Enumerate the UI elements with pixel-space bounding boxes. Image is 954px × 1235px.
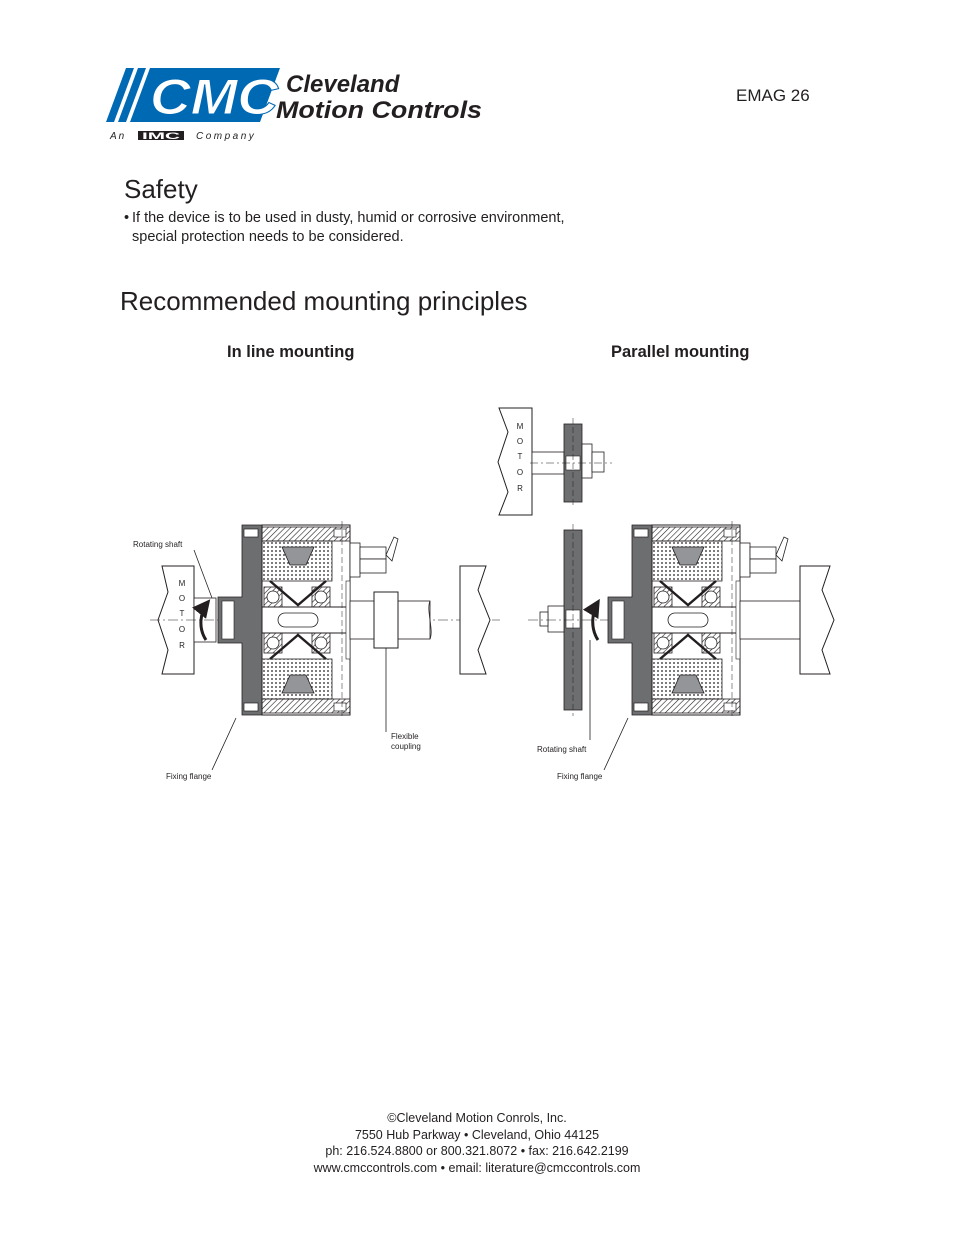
logo-line2: Motion Controls bbox=[276, 97, 482, 124]
logo-line1: Cleveland bbox=[286, 71, 401, 98]
inline-rotating-shaft-label: Rotating shaft bbox=[133, 540, 183, 549]
mounting-heading: Recommended mounting principles bbox=[120, 286, 528, 316]
parallel-motor-letter: O bbox=[517, 468, 523, 477]
safety-bullet-item: • If the device is to be used in dusty, … bbox=[124, 209, 644, 247]
inline-motor-letter: M bbox=[179, 579, 186, 588]
logo-tag-an: An bbox=[109, 131, 126, 142]
mounting-diagram: M O T O R Rotating shaft Fixing flange F… bbox=[133, 407, 835, 781]
inline-coupling-label-1: Flexible bbox=[391, 732, 419, 741]
bullet-glyph: • bbox=[124, 210, 130, 226]
footer: ©Cleveland Motion Conrols, Inc. 7550 Hub… bbox=[0, 1110, 954, 1177]
inline-mounting-title: In line mounting bbox=[227, 343, 355, 361]
parallel-motor-label: M O T O R bbox=[517, 422, 524, 493]
parallel-mounting-title: Parallel mounting bbox=[611, 343, 750, 361]
document-code: EMAG 26 bbox=[736, 86, 810, 105]
inline-coupling-label-2: coupling bbox=[391, 742, 421, 751]
safety-text-line1: If the device is to be used in dusty, hu… bbox=[132, 210, 565, 226]
logo-tag-company: Company bbox=[196, 131, 256, 142]
parallel-fixing-flange-label: Fixing flange bbox=[557, 772, 603, 781]
parallel-rotating-shaft-label: Rotating shaft bbox=[537, 745, 587, 754]
logo-mark: CMC bbox=[150, 69, 279, 125]
safety-heading: Safety bbox=[124, 174, 198, 204]
parallel-motor-letter: M bbox=[517, 422, 524, 431]
company-logo: CMC Cleveland Motion Controls An IMC Com… bbox=[106, 68, 482, 142]
inline-fixing-flange-label: Fixing flange bbox=[166, 772, 212, 781]
inline-motor-label: M O T O R bbox=[179, 579, 186, 650]
parallel-motor-letter: T bbox=[518, 452, 523, 461]
inline-motor-letter: T bbox=[180, 609, 185, 618]
inline-motor-letter: O bbox=[179, 625, 185, 634]
footer-phone-fax: ph: 216.524.8800 or 800.321.8072 • fax: … bbox=[325, 1144, 629, 1159]
footer-copyright: ©Cleveland Motion Conrols, Inc. bbox=[387, 1111, 567, 1125]
parallel-motor-letter: O bbox=[517, 437, 523, 446]
parallel-motor-letter: R bbox=[517, 484, 523, 493]
safety-text-line2: special protection needs to be considere… bbox=[132, 229, 404, 245]
logo-tag-brand: IMC bbox=[142, 131, 181, 141]
inline-motor-letter: R bbox=[179, 641, 185, 650]
inline-motor-letter: O bbox=[179, 594, 185, 603]
footer-web-email: www.cmccontrols.com • email: literature@… bbox=[313, 1161, 641, 1176]
footer-address: 7550 Hub Parkway • Cleveland, Ohio 44125 bbox=[354, 1127, 600, 1142]
